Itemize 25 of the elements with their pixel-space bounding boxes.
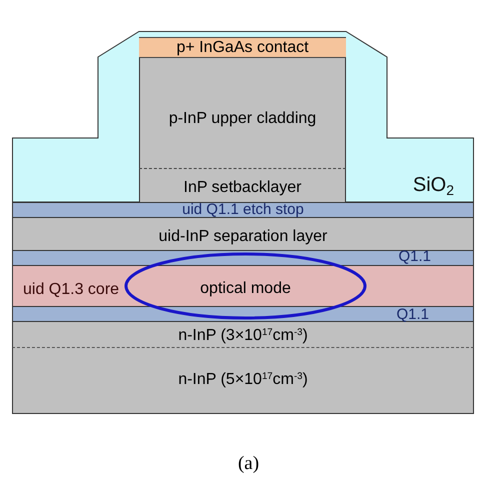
contact-layer	[139, 37, 346, 58]
quaternary-layer	[12, 250, 474, 266]
substrate-layer	[12, 322, 474, 347]
layer-label: p-InP upper cladding	[168, 109, 318, 129]
setback-layer	[139, 168, 346, 202]
etch-stop-layer	[12, 202, 474, 218]
layer-label: SiO$_{2}$	[412, 173, 454, 200]
layer-label: uid Q1.3 core	[23, 281, 120, 299]
node-label: optical mode	[199, 280, 292, 298]
layer-label: n-InP (3×10$^{17}$cm$^{-3}$)	[177, 326, 309, 346]
layer-label: p+ InGaAs contact	[175, 38, 310, 57]
layer-label: uid-InP separation layer	[158, 227, 328, 247]
quaternary-layer	[12, 306, 474, 322]
oxide-cladding	[12, 31, 474, 202]
layer-label: Q1.1	[398, 249, 431, 265]
substrate-layer	[12, 347, 474, 414]
optical-mode-ellipse	[124, 252, 367, 320]
cladding-layer	[139, 58, 346, 168]
layer-label: InP setbacklayer	[182, 178, 302, 198]
figure-caption: (a)	[236, 452, 260, 476]
separation-layer	[12, 218, 474, 250]
core-layer	[12, 266, 474, 306]
layer-label: uid Q1.1 etch stop	[181, 203, 305, 217]
layer-label: Q1.1	[396, 307, 429, 323]
layer-label: n-InP (5×10$^{17}$cm$^{-3}$)	[177, 370, 309, 390]
